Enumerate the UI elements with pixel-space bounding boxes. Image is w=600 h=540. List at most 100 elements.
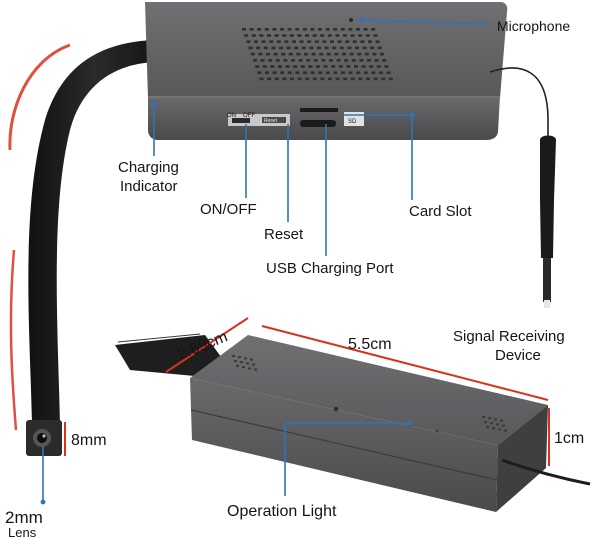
grille-hole [303, 71, 307, 74]
grille-hole [339, 46, 344, 50]
grille-hole [268, 59, 273, 62]
lens-label: Lens [8, 525, 37, 540]
vent-hole [240, 361, 243, 364]
grille-hole [327, 34, 332, 37]
grille-hole [341, 71, 345, 74]
ribbon-cable [8, 40, 161, 431]
operation-light-callout [284, 422, 410, 496]
grille-hole [262, 65, 267, 68]
vent-hole [242, 366, 245, 369]
grille-hole [320, 77, 325, 81]
grille-hole [343, 34, 347, 37]
grille-hole [337, 40, 342, 43]
grille-hole [364, 52, 369, 56]
grille-hole [368, 40, 372, 43]
length-dimension-line [261, 325, 549, 401]
grille-hole [331, 65, 336, 68]
grille-hole [254, 40, 258, 43]
grille-hole [292, 40, 296, 43]
grille-hole [386, 71, 391, 74]
grille-hole [312, 34, 317, 37]
device-rear-view: ON OFF Reset SD [145, 2, 508, 140]
grille-hole [375, 40, 380, 43]
grille-hole [318, 28, 322, 31]
grille-hole [286, 46, 291, 50]
grille-hole [328, 77, 332, 81]
grille-hole [281, 52, 286, 56]
grille-hole [348, 28, 353, 31]
vent-hole [482, 416, 485, 418]
vent-hole [486, 426, 489, 428]
grille-hole [271, 46, 276, 50]
grille-hole [363, 71, 368, 74]
grille-hole [285, 65, 290, 68]
grille-hole [382, 59, 387, 62]
grille-hole [311, 52, 316, 56]
grille-hole [366, 77, 370, 81]
charging-indicator-label-1: Charging [118, 159, 179, 176]
grille-hole [325, 71, 330, 74]
grille-hole [275, 59, 280, 62]
grille-hole [274, 34, 279, 37]
grille-hole [314, 40, 319, 43]
operation-light-label: Operation Light [227, 503, 337, 520]
vent-hole [492, 427, 495, 430]
grille-hole [309, 46, 314, 50]
lens-dimension-label: 8mm [71, 432, 107, 449]
cable-red-accent-top [8, 43, 71, 151]
grille-hole [284, 40, 289, 43]
grille-hole [290, 77, 294, 81]
grille-hole [253, 59, 257, 62]
vent-hole [494, 418, 497, 421]
lens-size-label: 2mm [5, 508, 43, 527]
grille-hole [355, 46, 359, 50]
grille-hole [334, 52, 339, 56]
grille-hole [298, 59, 303, 62]
grille-hole [373, 77, 378, 81]
grille-hole [312, 77, 317, 81]
grille-hole [324, 46, 329, 50]
grille-hole [371, 71, 376, 74]
grille-hole [310, 71, 315, 74]
grille-hole [330, 40, 334, 43]
vent-hole [238, 356, 241, 359]
vent-hole [252, 363, 255, 366]
grille-hole [318, 71, 323, 74]
on-marking: ON [227, 113, 236, 119]
grille-hole [335, 34, 340, 37]
grille-hole [363, 28, 368, 31]
vent-hole [498, 428, 501, 431]
grille-hole [259, 34, 264, 37]
vent-hole [246, 362, 249, 365]
grille-hole [369, 65, 374, 68]
grille-hole [370, 46, 375, 50]
grille-hole [348, 71, 353, 74]
grille-hole [373, 34, 378, 37]
microphone-hole [349, 18, 353, 22]
grille-hole [377, 46, 382, 50]
grille-hole [354, 65, 358, 68]
grille-hole [257, 28, 262, 31]
grille-hole [251, 34, 256, 37]
vent-hole [490, 422, 493, 425]
grille-hole [357, 52, 362, 56]
grille-hole [265, 71, 269, 74]
grille-hole [321, 59, 326, 62]
grille-hole [308, 65, 313, 68]
front-hole [333, 406, 339, 412]
grille-hole [263, 46, 268, 50]
grille-hole [313, 59, 318, 62]
grille-hole [388, 77, 393, 81]
grille-hole [300, 65, 305, 68]
grille-hole [343, 77, 348, 81]
grille-hole [346, 65, 351, 68]
grille-hole [293, 65, 298, 68]
grille-hole [332, 46, 337, 50]
grille-hole [248, 46, 253, 50]
grille-hole [267, 34, 271, 37]
grille-hole [296, 52, 301, 56]
grille-hole [259, 77, 264, 81]
grille-hole [297, 34, 302, 37]
grille-hole [267, 77, 272, 81]
